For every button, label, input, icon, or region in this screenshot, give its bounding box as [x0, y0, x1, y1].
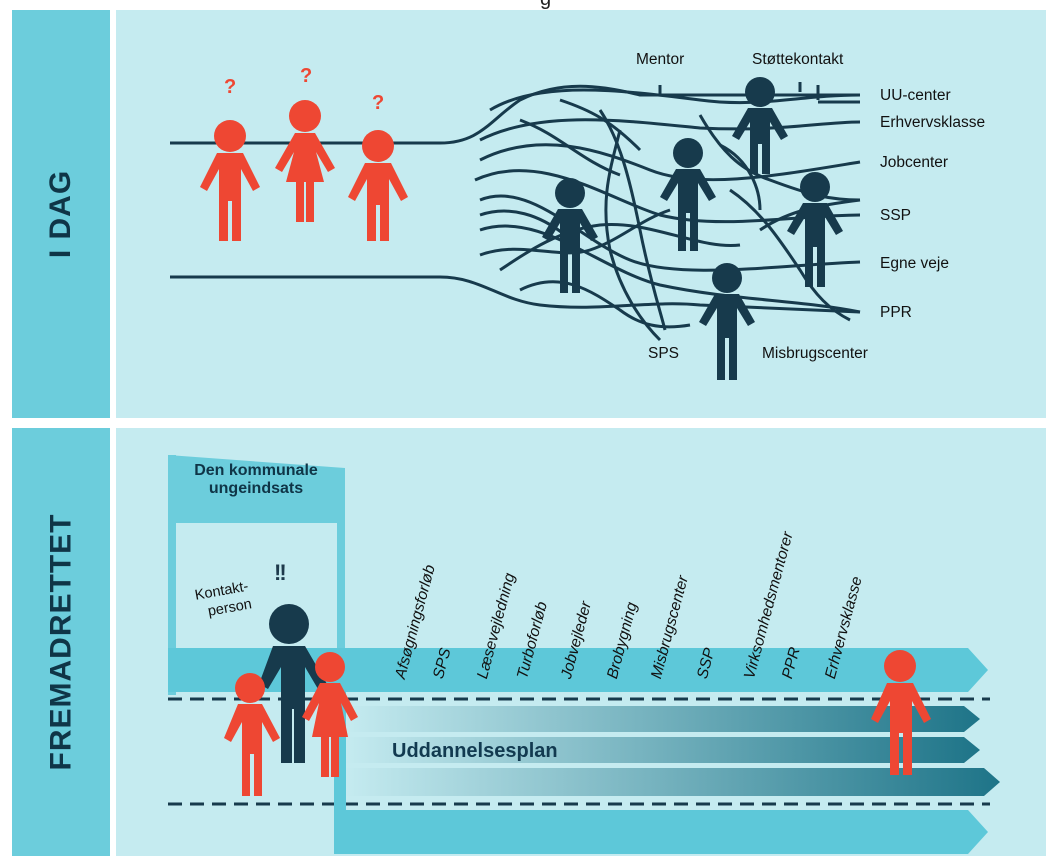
label-uu-center: UU-center	[880, 87, 951, 104]
section-band-i-dag: I DAG	[12, 10, 110, 418]
red-person-top-3	[348, 130, 408, 241]
navy-person-3	[542, 178, 598, 293]
label-mentor: Mentor	[636, 51, 685, 68]
red-person-right	[871, 650, 931, 775]
bottom-arrow	[334, 810, 988, 854]
plan-fade-block	[116, 706, 345, 796]
label-misbrugscenter-top: Misbrugscenter	[762, 345, 868, 362]
red-people-top	[200, 100, 408, 241]
uddannelsesplan-label: Uddannelsesplan	[392, 740, 558, 762]
plan-arrow-1	[345, 706, 980, 732]
box-right-border	[337, 468, 345, 648]
red-child-boy	[224, 673, 280, 796]
red-person-top-1	[200, 120, 260, 241]
contact-person-figure	[259, 604, 327, 763]
main-arrow	[168, 648, 988, 692]
red-person-top-2	[275, 100, 335, 222]
red-people-bottom	[224, 650, 931, 796]
top-edge	[0, 0, 1054, 8]
label-ppr-top: PPR	[880, 304, 912, 321]
box-title: Den kommunale ungeindsats	[194, 462, 318, 497]
navy-person-4	[787, 172, 843, 287]
label-stottekontakt: Støttekontakt	[752, 51, 844, 68]
red-child-girl	[302, 652, 358, 777]
label-sps-top: SPS	[648, 345, 680, 362]
box-title-bar	[168, 455, 345, 523]
navy-person-2	[660, 138, 716, 251]
section-band-fremadrettet: FREMADRETTET	[12, 428, 110, 856]
navy-people	[542, 77, 843, 380]
plan-arrow-2	[345, 737, 980, 763]
label-egne-veje: Egne veje	[880, 255, 949, 272]
question-mark-2: ?	[300, 65, 313, 87]
question-mark-1: ?	[224, 76, 237, 98]
navy-person-5	[699, 263, 755, 380]
question-mark-3: ?	[372, 92, 385, 114]
cut-title: g	[540, 0, 551, 11]
label-ssp-top: SSP	[880, 207, 912, 224]
road-network	[170, 82, 861, 342]
navy-person-1	[732, 77, 788, 174]
box-left-border	[168, 455, 176, 695]
label-jobcenter: Jobcenter	[880, 154, 949, 171]
plan-arrow-3	[345, 768, 1000, 796]
label-erhvervsklasse-top: Erhvervsklasse	[880, 114, 986, 131]
exclaim-marks: !!	[274, 560, 287, 585]
